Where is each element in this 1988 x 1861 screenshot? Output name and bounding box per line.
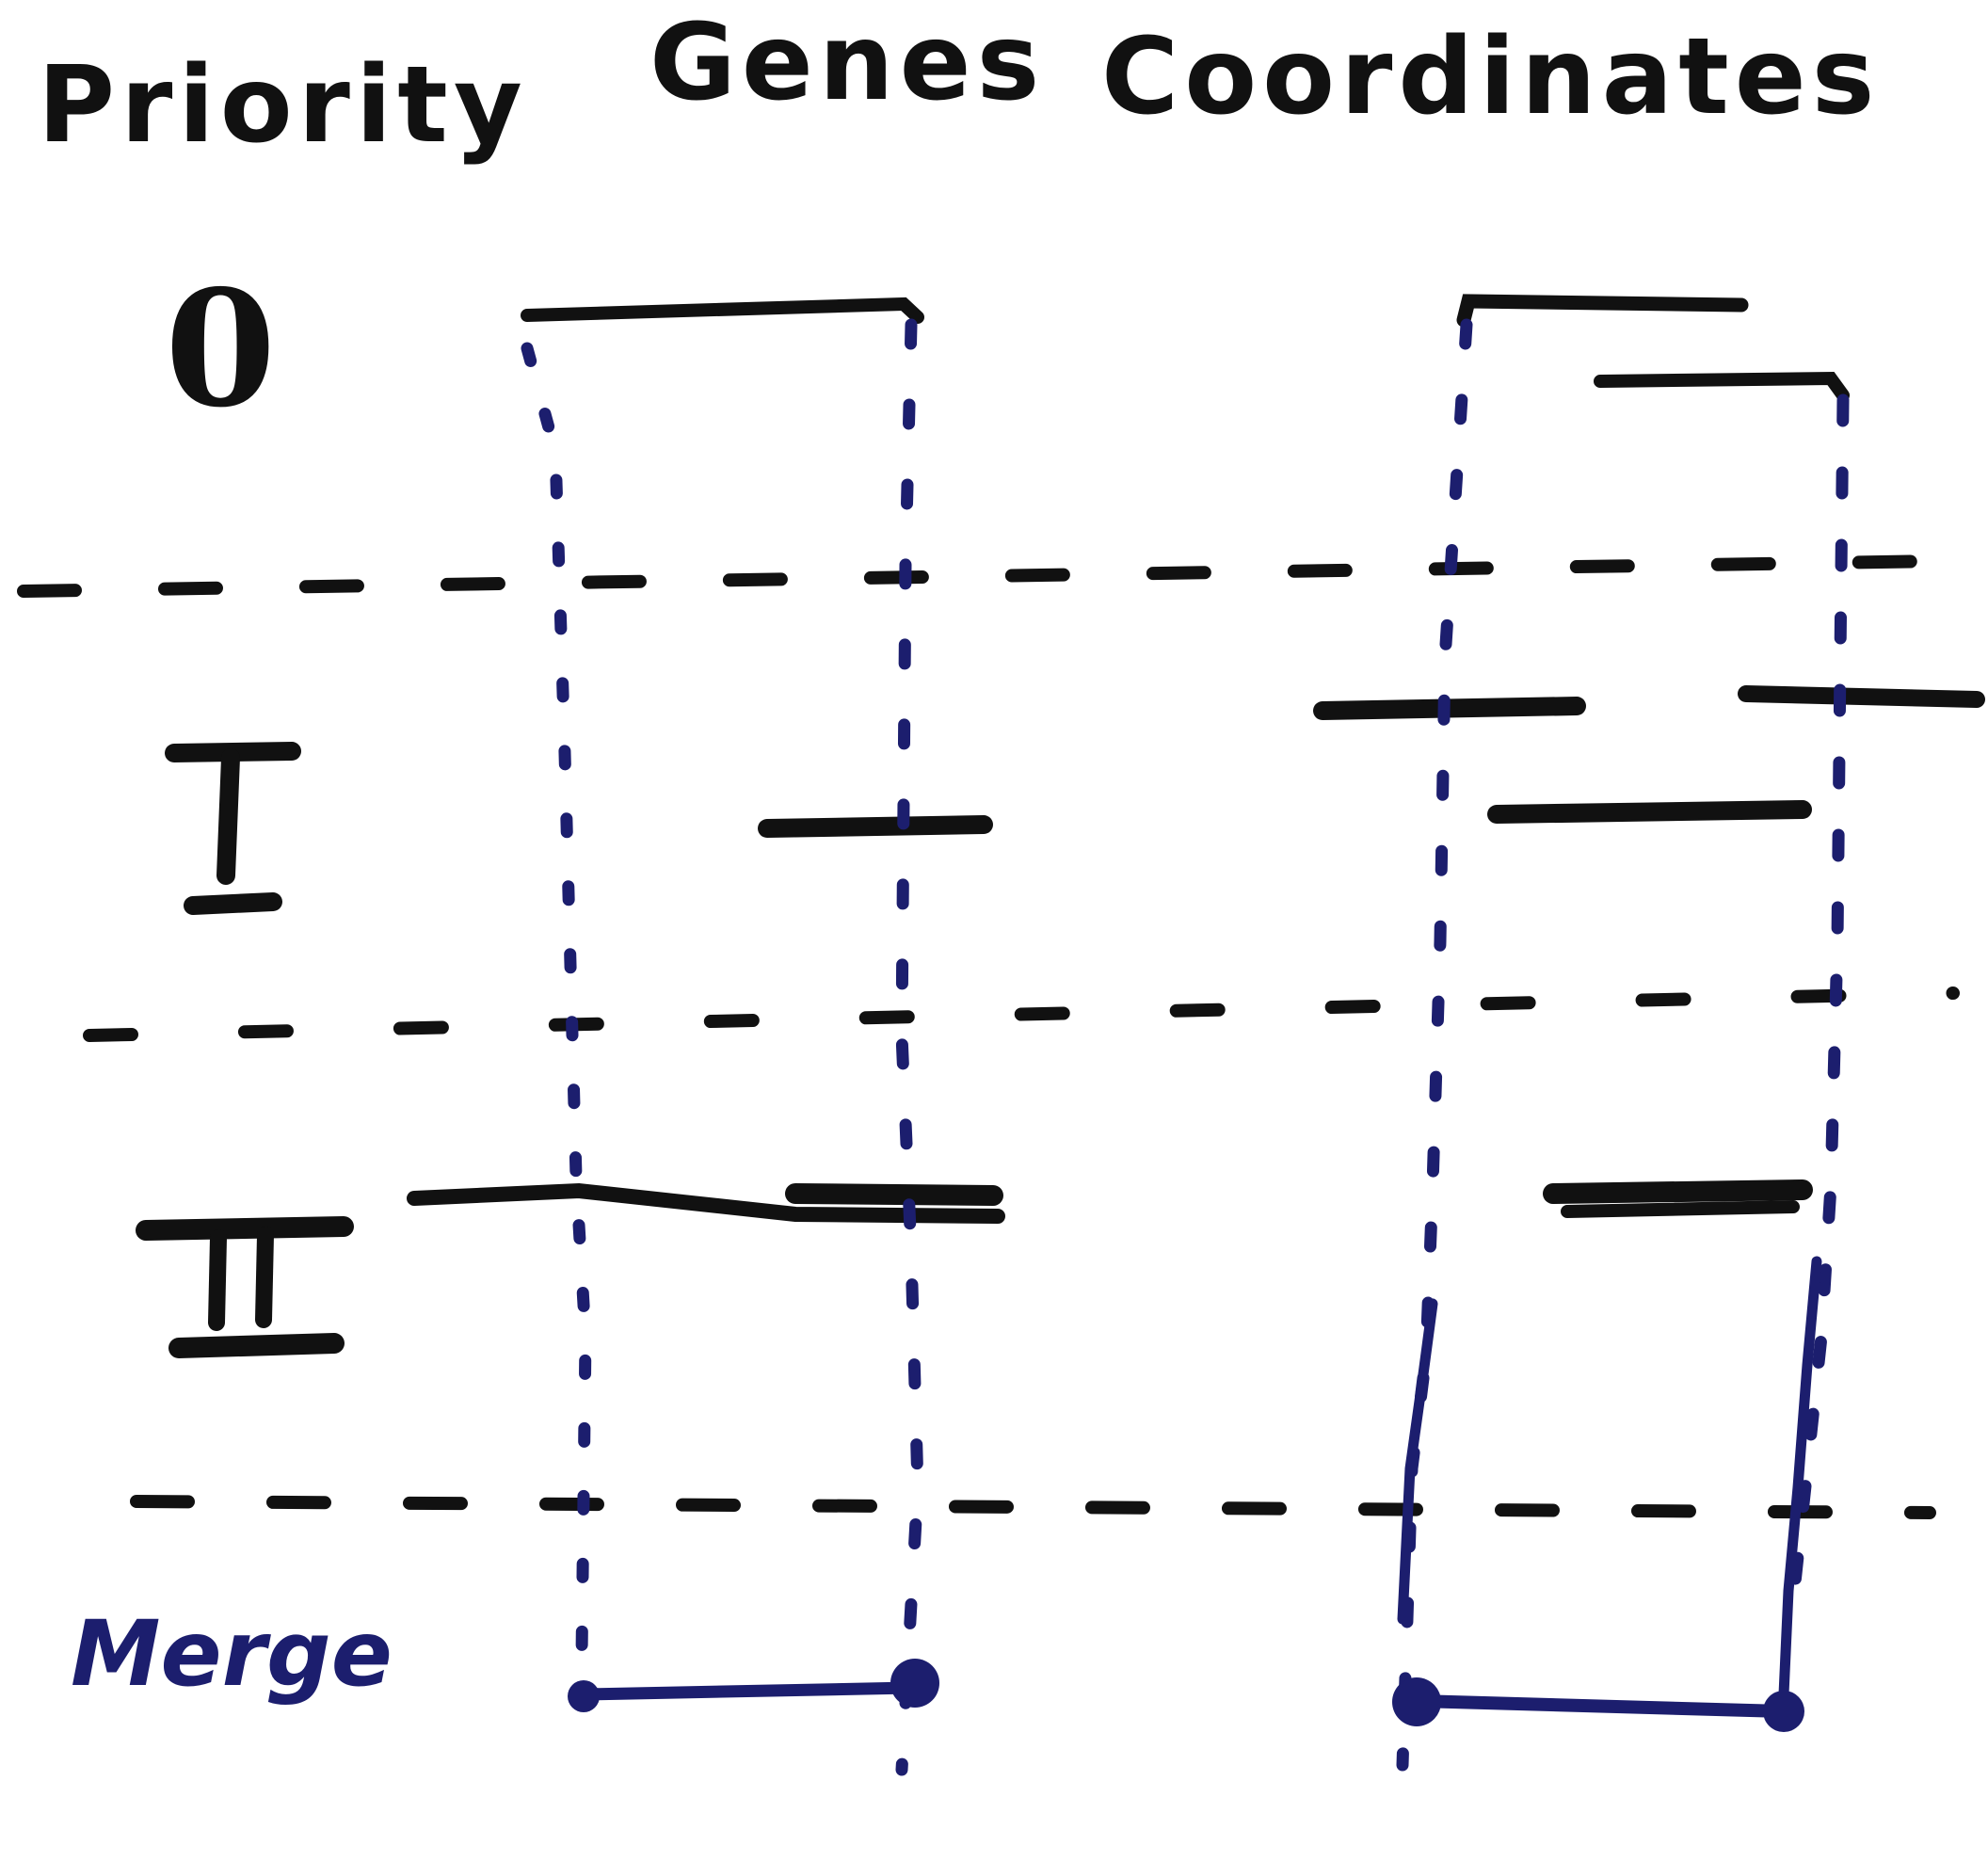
- merged-interval-start-dot: [568, 1680, 600, 1712]
- gene-interval: [1738, 685, 1985, 708]
- merged-interval: [568, 1659, 939, 1712]
- guide-right-end-solid: [1778, 1256, 1822, 1700]
- merged-intervals: [568, 1659, 1804, 1732]
- guide-left-start: [521, 342, 592, 1663]
- guide-right-start: [1396, 318, 1473, 1772]
- priority-label-2: II: [136, 1216, 354, 1358]
- genes-priority-0: [521, 294, 1850, 402]
- guide-right-start-solid: [1397, 1298, 1438, 1625]
- row-separator-1: [17, 554, 1946, 598]
- priority-label-0: 0: [165, 255, 276, 443]
- gene-interval: [1543, 1179, 1813, 1204]
- gene-interval: [1487, 800, 1812, 824]
- merged-interval: [1392, 1677, 1804, 1732]
- row-separator-3: [130, 1495, 1936, 1519]
- header-coordinates: Coordinates: [1101, 16, 1880, 138]
- priority-label-1: I: [165, 742, 301, 915]
- merged-interval-end-dot: [1763, 1691, 1804, 1732]
- merge-label-text: Merge: [71, 1601, 393, 1707]
- merged-interval-end-dot: [890, 1659, 939, 1708]
- merged-interval-start-dot: [1392, 1677, 1441, 1726]
- coordinate-guides: [521, 318, 1850, 1776]
- genes-priority-1: [758, 685, 1985, 838]
- genes-priority-2: [407, 1179, 1813, 1224]
- gene-interval: [407, 1182, 1005, 1224]
- merge-label: Merge: [71, 1601, 393, 1707]
- guide-left-end: [895, 318, 924, 1776]
- gene-interval: [521, 297, 924, 324]
- gene-interval: [1594, 371, 1850, 402]
- header-genes: Genes: [649, 2, 1045, 124]
- header-priority: Priority: [38, 44, 528, 167]
- gene-interval: [1561, 1200, 1800, 1218]
- gene-interval: [785, 1183, 1003, 1206]
- gene-interval: [758, 815, 993, 838]
- row-separator-2: [83, 987, 1960, 1042]
- gene-interval: [1456, 294, 1749, 328]
